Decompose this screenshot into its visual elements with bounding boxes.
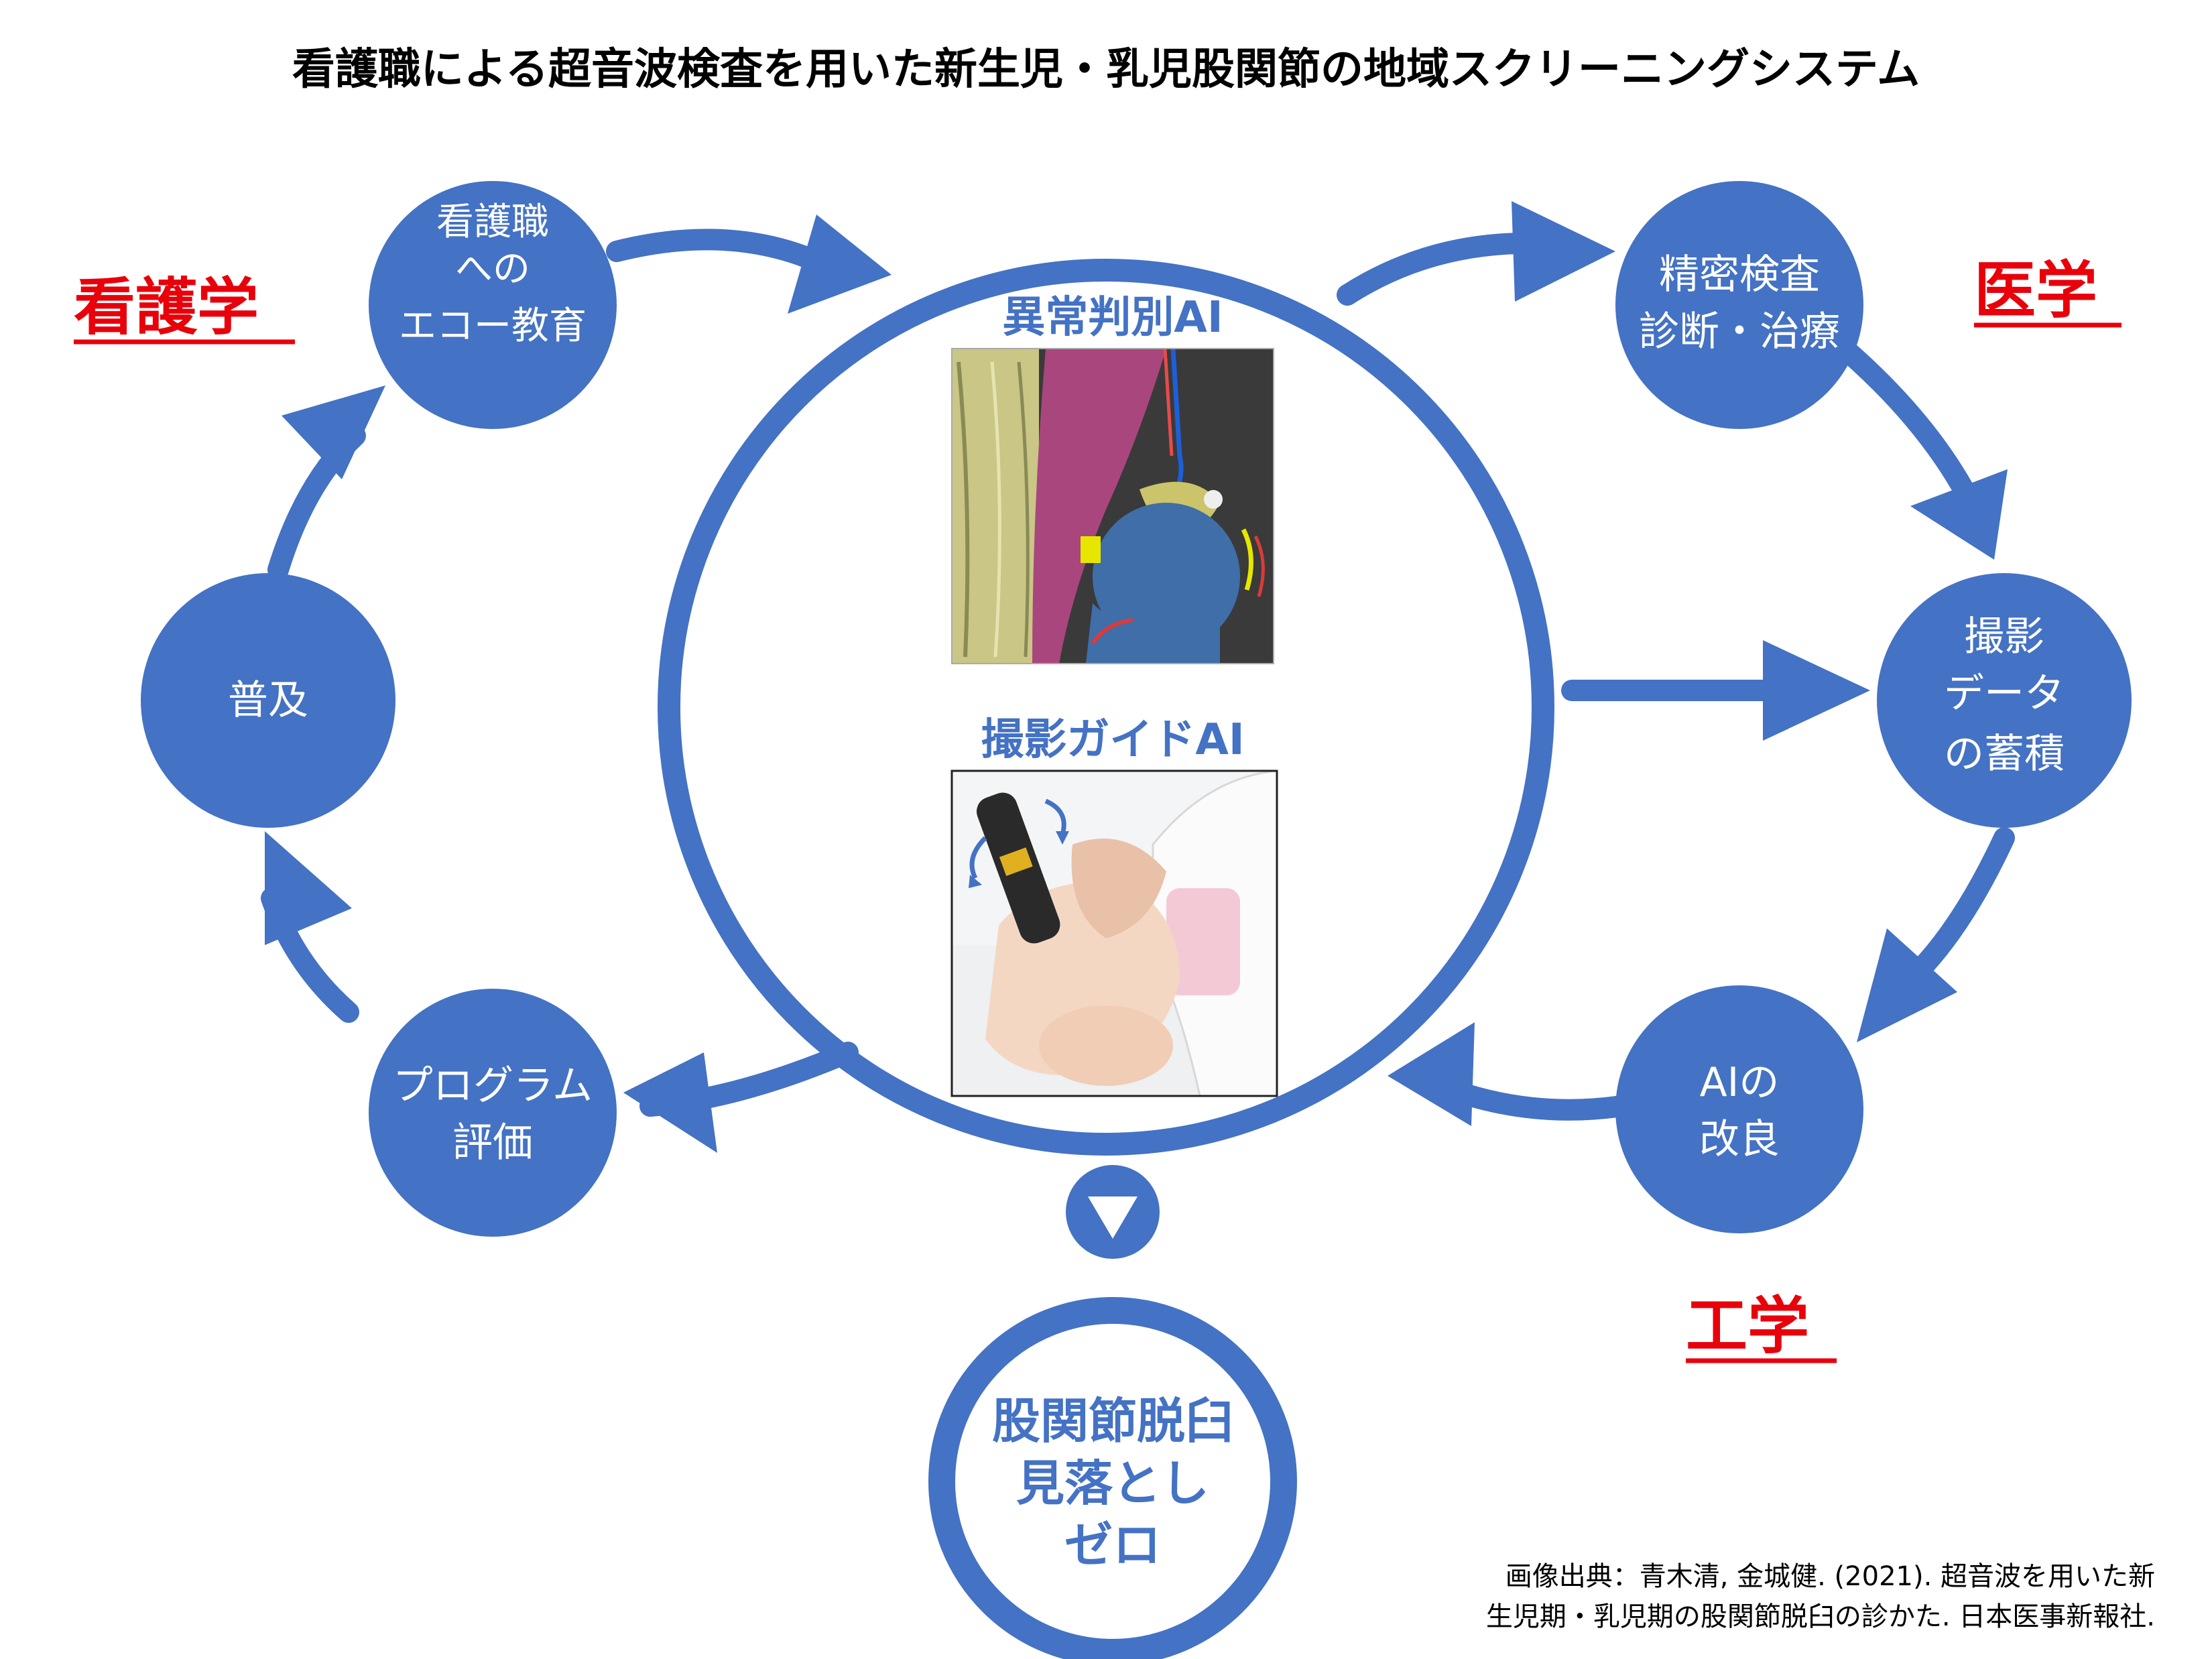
page-title: 看護職による超音波検査を用いた新生児・乳児股関節の地域スクリーニングシステム [292, 45, 1920, 95]
guide-ai-label: 撮影ガイドAI [981, 715, 1244, 765]
discipline-nursing: 看護学 [74, 271, 295, 343]
image-credit-line1: 画像出典：青木清, 金城健. (2021). 超音波を用いた新 [1506, 1561, 2155, 1592]
node-program-evaluation-line2: 評価 [452, 1119, 533, 1166]
discipline-medicine-label: 医学 [1974, 255, 2097, 326]
arrowhead-to-dissemination [265, 831, 352, 945]
arrowhead-to-detailed-exam [1512, 201, 1615, 302]
goal-line3: ゼロ [1064, 1517, 1161, 1573]
arrowhead-to-program-evaluation [623, 1052, 717, 1153]
node-echo-education-line1: 看護職 [436, 200, 549, 244]
node-ai-improvement-line2: 改良 [1699, 1116, 1780, 1163]
arrowhead-data-from-center [1763, 640, 1870, 741]
goal-line1: 股関節脱臼 [992, 1393, 1233, 1449]
node-echo-education-line2: への [455, 247, 530, 291]
node-detailed-exam-line1: 精密検査 [1659, 251, 1820, 298]
discipline-nursing-label: 看護学 [74, 271, 259, 343]
node-data-accumulation-line3: の蓄積 [1944, 731, 2065, 778]
node-program-evaluation-line1: プログラム [393, 1062, 593, 1109]
node-dissemination: 普及 [141, 573, 395, 828]
node-program-evaluation: プログラム 評価 [369, 989, 617, 1237]
goal-circle: 股関節脱臼 見落とし ゼロ [942, 1310, 1284, 1652]
node-ai-improvement: AIの 改良 [1615, 985, 1863, 1233]
node-detailed-exam: 精密検査 診断・治療 [1615, 181, 1863, 429]
ultrasound-segmentation-image [952, 349, 1274, 664]
node-echo-education-line3: エコー教育 [399, 304, 587, 348]
node-data-accumulation-line2: データ [1944, 670, 2065, 717]
discipline-engineering: 工学 [1686, 1290, 1837, 1362]
node-data-accumulation: 撮影 データ の蓄積 [1877, 573, 2132, 828]
node-ai-improvement-line1: AIの [1700, 1059, 1780, 1106]
node-detailed-exam-line2: 診断・治療 [1639, 308, 1840, 355]
down-triangle-icon [1066, 1165, 1160, 1259]
probe-guide-photo [952, 771, 1277, 1096]
discipline-medicine: 医学 [1974, 255, 2122, 326]
abnormality-ai-label: 異常判別AI [1002, 293, 1223, 343]
discipline-engineering-label: 工学 [1686, 1290, 1809, 1362]
arrowhead-to-echo-education [282, 385, 385, 479]
image-credit-line2: 生児期・乳児期の股関節脱臼の診かた. 日本医事新報社. [1486, 1601, 2155, 1632]
node-data-accumulation-line1: 撮影 [1964, 613, 2044, 660]
node-echo-education: 看護職 への エコー教育 [369, 181, 617, 429]
goal-line2: 見落とし [1016, 1455, 1209, 1512]
node-dissemination-label: 普及 [228, 677, 308, 724]
arrowhead-to-center [788, 214, 892, 314]
